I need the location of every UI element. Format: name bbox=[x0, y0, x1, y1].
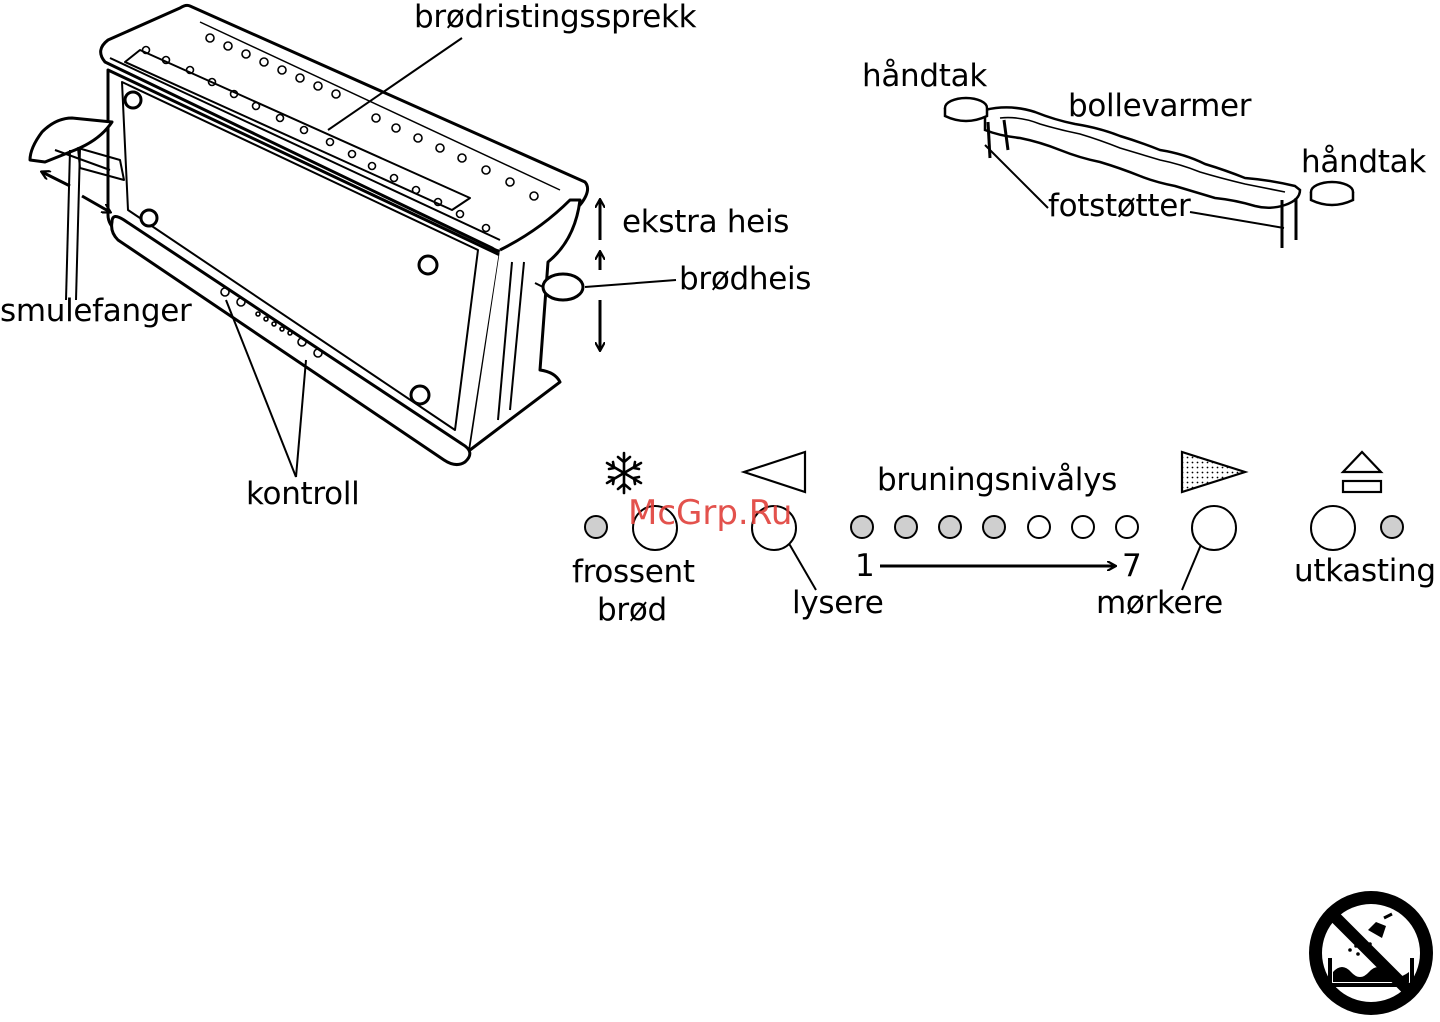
label-crumb-tray: smulefanger bbox=[0, 296, 191, 327]
label-handle-left: håndtak bbox=[862, 61, 987, 92]
frozen-indicator-led bbox=[585, 516, 607, 538]
label-handle-right: håndtak bbox=[1301, 147, 1426, 178]
darker-button[interactable] bbox=[1192, 506, 1236, 550]
label-bread-lift: brødheis bbox=[679, 264, 811, 295]
browning-level-leds bbox=[851, 516, 1138, 538]
triangle-left-icon bbox=[744, 452, 805, 492]
label-controls: kontroll bbox=[246, 479, 359, 510]
browning-led bbox=[939, 516, 961, 538]
label-scale-max: 7 bbox=[1122, 551, 1141, 582]
no-water-immersion-icon bbox=[1309, 891, 1433, 1015]
watermark: McGrp.Ru bbox=[628, 496, 792, 530]
label-darker: mørkere bbox=[1096, 588, 1223, 619]
eject-button[interactable] bbox=[1311, 506, 1355, 550]
label-frozen-line2: brød bbox=[597, 595, 667, 626]
snowflake-icon bbox=[607, 453, 641, 493]
browning-led bbox=[1028, 516, 1050, 538]
label-lighter: lysere bbox=[792, 588, 884, 619]
label-scale-min: 1 bbox=[855, 551, 874, 582]
label-feet: fotstøtter bbox=[1048, 191, 1190, 222]
label-extra-lift: ekstra heis bbox=[622, 207, 789, 238]
browning-led bbox=[1072, 516, 1094, 538]
toaster-illustration bbox=[30, 5, 588, 464]
eject-icon bbox=[1343, 452, 1381, 492]
label-bread-slot: brødristingssprekk bbox=[414, 2, 696, 33]
browning-led bbox=[983, 516, 1005, 538]
triangle-right-dotted-icon bbox=[1182, 452, 1245, 492]
browning-led bbox=[1116, 516, 1138, 538]
label-bun-warmer: bollevarmer bbox=[1068, 91, 1251, 122]
browning-led bbox=[895, 516, 917, 538]
label-frozen-line1: frossent bbox=[572, 557, 695, 588]
browning-led bbox=[851, 516, 873, 538]
eject-indicator-led bbox=[1381, 516, 1403, 538]
label-eject: utkasting bbox=[1294, 556, 1436, 587]
label-browning-level-lights: bruningsnivålys bbox=[877, 465, 1117, 496]
